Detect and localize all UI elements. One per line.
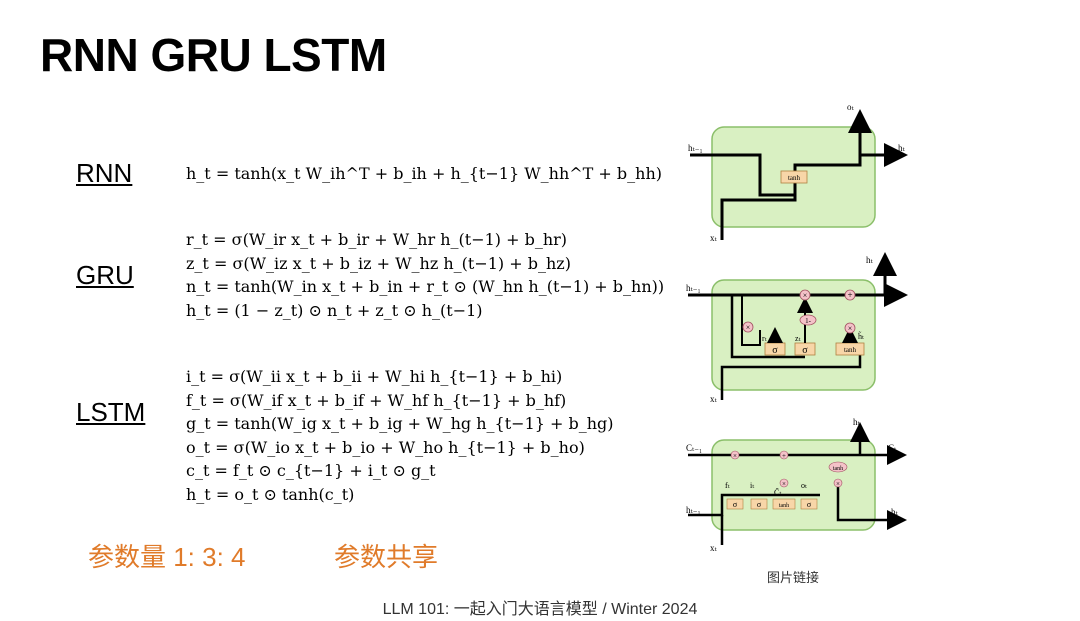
lstm-tanh-cell-label: tanh	[833, 466, 843, 472]
lstm-candidate-gate	[772, 498, 796, 510]
lstm-forget-gate	[726, 498, 744, 510]
lstm-equation-6: h_t = o_t ⊙ tanh(c_t)	[186, 484, 355, 504]
lstm-ht-top-label: hₜ	[853, 417, 861, 427]
lstm-cprev-label: Cₜ₋₁	[686, 443, 702, 453]
lstm-ctilde-label: C̃ₜ	[774, 487, 781, 497]
lstm-label: LSTM	[76, 397, 146, 427]
lstm-ht-arrow	[836, 485, 907, 530]
gru-mult-candidate	[844, 322, 856, 334]
lstm-mult-output	[833, 478, 843, 488]
image-link[interactable]: 图片链接	[767, 570, 820, 585]
lstm-xt-label: xₜ	[710, 543, 718, 553]
rnn-cell-diagram: tanh oₜ hₜ₋₁ hₜ xₜ	[688, 102, 908, 243]
param-share-note: 参数共享	[334, 542, 439, 572]
lstm-equation-3: g_t = tanh(W_ig x_t + b_ig + W_hg h_{t−1…	[186, 414, 614, 433]
gru-one-minus-label: 1-	[805, 317, 812, 325]
lstm-ft-label: fₜ	[725, 481, 730, 490]
lstm-cell-diagram: σ σ tanh σ × + × tanh × hₜ Cₜ₋₁ Cₜ fₜ iₜ…	[686, 417, 907, 553]
lstm-equation-4: o_t = σ(W_io x_t + b_io + W_ho h_{t−1} +…	[186, 437, 585, 457]
lstm-mult-input	[779, 478, 789, 488]
gru-xt-label: xₜ	[710, 394, 718, 404]
lstm-hprev-label: hₜ₋₁	[686, 505, 701, 515]
rnn-equation-1: h_t = tanh(x_t W_ih^T + b_ih + h_{t−1} W…	[186, 164, 663, 183]
gru-cell-diagram: σ σ tanh × × + 1- × hₜ hₜ₋₁ xₜ rₜ zₜ h̃ₜ	[686, 252, 908, 404]
gru-label: GRU	[76, 260, 134, 290]
lstm-ct-label: Cₜ	[888, 443, 897, 453]
gru-times-1: ×	[746, 323, 751, 332]
gru-equation-2: z_t = σ(W_iz x_t + b_iz + W_hz h_(t−1) +…	[186, 253, 571, 273]
gru-one-minus	[799, 314, 817, 326]
gru-hprev-branch	[730, 295, 805, 359]
gru-plus: +	[847, 290, 852, 300]
rnn-ht-label: hₜ	[898, 143, 906, 153]
lstm-sigma-f: σ	[733, 500, 738, 509]
gru-mult-update	[799, 289, 811, 301]
lstm-equation-1: i_t = σ(W_ii x_t + b_ii + W_hi h_{t−1} +…	[186, 367, 563, 386]
gru-add	[844, 289, 856, 301]
lstm-times-f: ×	[733, 452, 737, 460]
rnn-gru-lstm-diagrams: tanh oₜ hₜ₋₁ hₜ xₜ σ σ tanh × × + 1- × h…	[686, 102, 908, 553]
lstm-tanh-cell	[828, 461, 848, 473]
lstm-equation-2: f_t = σ(W_if x_t + b_if + W_hf h_{t−1} +…	[186, 390, 567, 410]
gru-zt-label: zₜ	[795, 334, 801, 343]
gru-equation-1: r_t = σ(W_ir x_t + b_ir + W_hr h_(t−1) +…	[186, 230, 568, 249]
lstm-add	[779, 450, 789, 460]
lstm-hidden-input-line	[688, 493, 820, 517]
lstm-mult-forget	[730, 450, 740, 460]
gru-reset-branch	[741, 295, 761, 346]
gru-equation-3: n_t = tanh(W_in x_t + b_in + r_t ⊙ (W_hn…	[186, 277, 665, 296]
gru-times-3: ×	[848, 324, 853, 333]
rnn-tanh-label: tanh	[788, 174, 801, 182]
gru-mult-reset	[742, 321, 754, 333]
rnn-tanh-gate	[780, 170, 808, 184]
gru-cell-box	[711, 279, 876, 391]
gru-sigma-1: σ	[772, 345, 778, 356]
lstm-ht-label: hₜ	[891, 507, 899, 517]
gru-sigma-2: σ	[802, 345, 808, 356]
lstm-times-o: ×	[836, 480, 840, 488]
lstm-output-gate	[800, 498, 818, 510]
rnn-hidden-path	[690, 153, 795, 197]
footer-text: LLM 101: 一起入门大语言模型 / Winter 2024	[382, 601, 698, 618]
lstm-times-i: ×	[782, 480, 786, 488]
gru-times-2: ×	[803, 291, 808, 300]
lstm-sigma-o: σ	[807, 500, 812, 509]
rnn-xt-label: xₜ	[710, 233, 718, 243]
gru-ht-top-label: hₜ	[866, 255, 874, 265]
gru-equations: r_t = σ(W_ir x_t + b_ir + W_hr h_(t−1) +…	[186, 228, 664, 322]
lstm-plus: +	[782, 452, 786, 460]
gru-hprev-label: hₜ₋₁	[686, 283, 701, 293]
rnn-label: RNN	[76, 158, 133, 188]
param-ratio-note: 参数量 1: 3: 4	[88, 542, 246, 572]
page-title: RNN GRU LSTM	[40, 29, 387, 81]
rnn-ot-label: oₜ	[847, 102, 855, 112]
rnn-equations: h_t = tanh(x_t W_ih^T + b_ih + h_{t−1} W…	[186, 162, 662, 186]
lstm-equations: i_t = σ(W_ii x_t + b_ii + W_hi h_{t−1} +…	[186, 365, 614, 506]
gru-rt-label: rₜ	[762, 334, 767, 343]
lstm-ot-label: oₜ	[801, 481, 807, 490]
lstm-it-label: iₜ	[750, 481, 754, 490]
gru-htilde-label: h̃ₜ	[858, 331, 864, 341]
rnn-hprev-label: hₜ₋₁	[688, 143, 703, 153]
lstm-equation-5: c_t = f_t ⊙ c_{t−1} + i_t ⊙ g_t	[186, 461, 436, 480]
lstm-tanh-label: tanh	[779, 503, 789, 509]
lstm-sigma-i: σ	[757, 500, 762, 509]
gru-tanh-label: tanh	[844, 346, 857, 354]
lstm-input-gate	[750, 498, 768, 510]
gru-input-line	[720, 350, 862, 400]
gru-equation-4: h_t = (1 − z_t) ⊙ n_t + z_t ⊙ h_(t−1)	[186, 300, 483, 320]
